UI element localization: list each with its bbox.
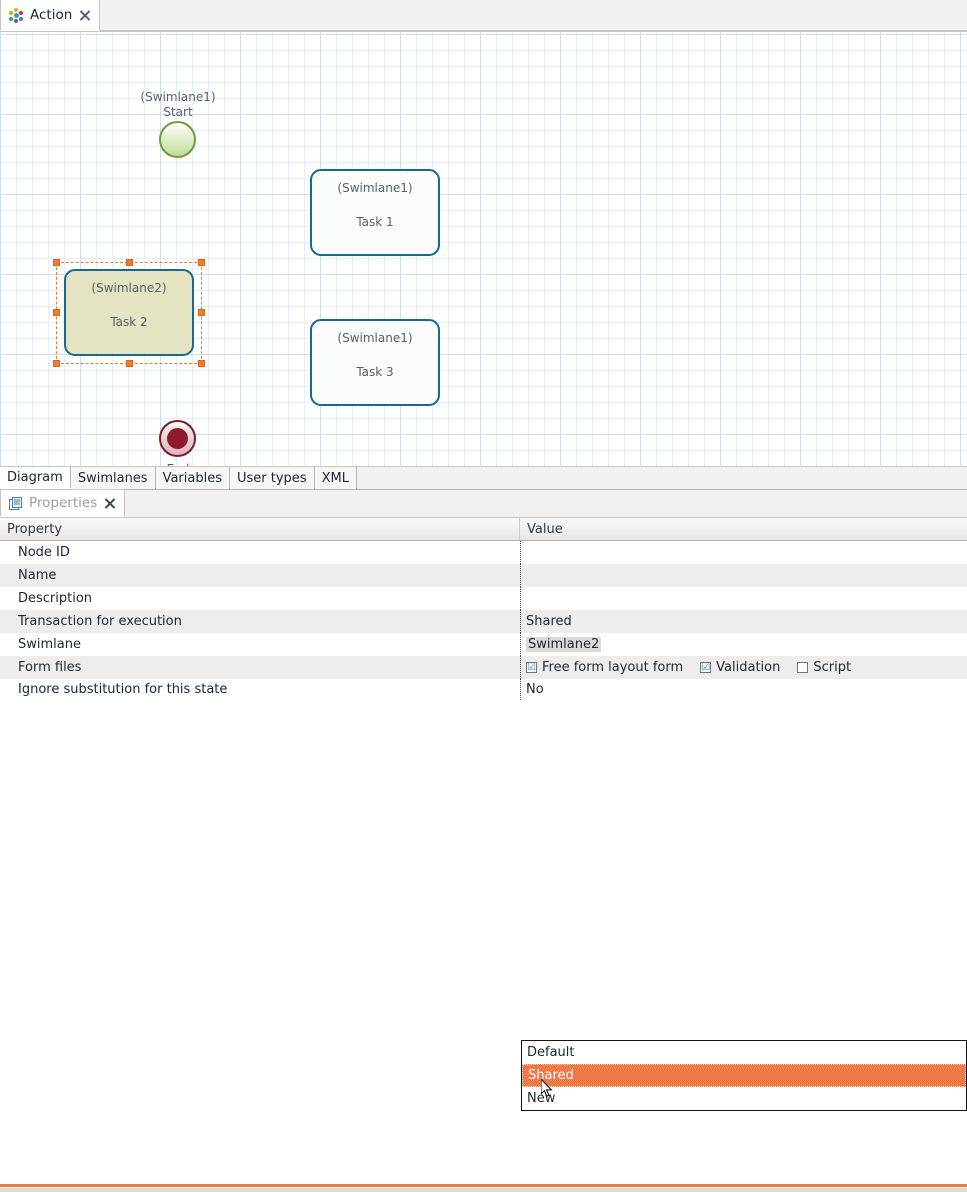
node-task1[interactable]: (Swimlane1) Task 1 xyxy=(310,169,440,256)
diagram-canvas[interactable]: (Swimlane1) Start (Swimlane1) Task 1 (Sw… xyxy=(0,32,967,467)
node-start[interactable] xyxy=(159,121,196,158)
task-shape: (Swimlane1) Task 1 xyxy=(310,169,440,256)
selection-handle-nw[interactable] xyxy=(53,259,60,266)
node-task3[interactable]: (Swimlane1) Task 3 xyxy=(310,319,440,406)
row-label-description: Description xyxy=(18,591,93,606)
row-value-form-files[interactable]: ☑ Free form layout form ☑ Validation Scr… xyxy=(520,656,967,679)
row-label-node-id: Node ID xyxy=(18,545,70,560)
row-value-node-id[interactable] xyxy=(520,541,967,564)
start-event-shape xyxy=(159,121,196,158)
tab-user-types-label: User types xyxy=(237,470,307,486)
row-value-swimlane-cell[interactable]: Swimlane2 xyxy=(520,633,967,656)
diagram-view-tabs: Diagram Swimlanes Variables User types X… xyxy=(0,467,967,490)
start-node-name: Start xyxy=(163,105,193,119)
checkbox-label-free-form-layout-form: Free form layout form xyxy=(542,660,684,675)
node-end[interactable] xyxy=(159,420,196,457)
properties-tabrow: Properties xyxy=(0,489,967,518)
editor-tab-action[interactable]: Action xyxy=(0,0,101,31)
row-value-transaction-for-execution[interactable]: Shared xyxy=(520,610,967,633)
form-files-checkbox-group: ☑ Free form layout form ☑ Validation Scr… xyxy=(526,660,851,675)
tab-xml-label: XML xyxy=(321,470,349,486)
table-row[interactable]: Ignore substitution for this state No xyxy=(0,679,967,700)
column-header-value[interactable]: Value xyxy=(527,521,563,537)
tab-variables[interactable]: Variables xyxy=(155,467,230,489)
task1-name: Task 1 xyxy=(356,215,394,229)
selection-handle-se[interactable] xyxy=(198,360,205,367)
row-label-form-files: Form files xyxy=(18,660,82,675)
dropdown-option-shared[interactable]: Shared xyxy=(522,1064,966,1087)
transaction-for-execution-dropdown[interactable]: Default Shared New xyxy=(521,1040,967,1111)
end-event-core xyxy=(167,428,188,449)
row-value-description[interactable] xyxy=(520,587,967,610)
selection-handle-sw[interactable] xyxy=(53,360,60,367)
scrollbar-trough xyxy=(0,1188,967,1192)
task2-swimlane: (Swimlane2) xyxy=(91,281,167,295)
properties-table: Property Value Node ID Name Description … xyxy=(0,518,967,700)
task2-name: Task 2 xyxy=(110,315,148,329)
dropdown-option-new[interactable]: New xyxy=(527,1091,556,1106)
checkbox-label-script: Script xyxy=(813,660,852,675)
checkbox-free-form-layout-form[interactable]: ☑ xyxy=(526,661,537,673)
horizontal-scrollbar[interactable] xyxy=(0,1184,967,1187)
selection-handle-w[interactable] xyxy=(53,309,60,316)
tab-diagram-label: Diagram xyxy=(7,469,63,485)
properties-table-header: Property Value xyxy=(0,518,967,541)
action-icon xyxy=(9,7,24,23)
dropdown-option-default[interactable]: Default xyxy=(527,1045,575,1060)
editor-tabstrip: Action xyxy=(0,0,967,32)
properties-tab[interactable]: Properties xyxy=(0,489,126,517)
start-node-swimlane: (Swimlane1) xyxy=(140,90,216,104)
table-row[interactable]: Transaction for execution Shared xyxy=(0,610,967,633)
node-task2[interactable]: (Swimlane2) Task 2 xyxy=(64,269,194,356)
row-label-swimlane: Swimlane xyxy=(18,637,81,652)
tab-diagram[interactable]: Diagram xyxy=(0,467,71,489)
properties-view: Properties Property Value Node ID Name D… xyxy=(0,489,967,1192)
row-label-name: Name xyxy=(18,568,57,583)
row-value-swimlane: Swimlane2 xyxy=(526,637,602,652)
row-label-ignore-substitution: Ignore substitution for this state xyxy=(18,682,228,697)
checkbox-label-validation: Validation xyxy=(716,660,781,675)
close-icon[interactable] xyxy=(78,9,91,22)
table-row[interactable]: Name xyxy=(0,564,967,587)
task3-name: Task 3 xyxy=(356,365,394,379)
task3-swimlane: (Swimlane1) xyxy=(337,331,413,345)
close-icon[interactable] xyxy=(103,497,116,510)
table-row[interactable]: Description xyxy=(0,587,967,610)
editor-tab-label: Action xyxy=(30,7,73,23)
table-row[interactable]: Node ID xyxy=(0,541,967,564)
selection-handle-s[interactable] xyxy=(126,360,133,367)
selection-handle-n[interactable] xyxy=(126,259,133,266)
row-value-name[interactable] xyxy=(520,564,967,587)
properties-tab-label: Properties xyxy=(29,495,98,511)
row-label-transaction-for-execution: Transaction for execution xyxy=(18,614,182,629)
start-node-label: (Swimlane1) Start xyxy=(108,90,248,120)
selection-handle-ne[interactable] xyxy=(198,259,205,266)
table-row[interactable]: Swimlane Swimlane2 xyxy=(0,633,967,656)
checkbox-script[interactable] xyxy=(797,662,809,673)
properties-icon xyxy=(9,496,23,510)
task-shape-selected: (Swimlane2) Task 2 xyxy=(64,269,194,356)
diagram-grid xyxy=(0,32,967,466)
tab-user-types[interactable]: User types xyxy=(230,467,315,489)
end-node-name: End xyxy=(167,462,190,466)
table-row[interactable]: Form files ☑ Free form layout form ☑ Val… xyxy=(0,656,967,679)
row-value-ignore-substitution[interactable]: No xyxy=(520,679,967,700)
tab-swimlanes-label: Swimlanes xyxy=(77,470,148,486)
selection-marquee xyxy=(56,262,202,364)
end-node-label: End xyxy=(108,462,248,466)
tab-xml[interactable]: XML xyxy=(314,467,357,489)
task-shape: (Swimlane1) Task 3 xyxy=(310,319,440,406)
column-header-property[interactable]: Property xyxy=(0,518,520,540)
tab-variables-label: Variables xyxy=(162,470,222,486)
end-event-shape xyxy=(159,420,196,457)
selection-handle-e[interactable] xyxy=(198,309,205,316)
checkbox-validation[interactable]: ☑ xyxy=(700,661,712,673)
task1-swimlane: (Swimlane1) xyxy=(337,181,413,195)
tab-swimlanes[interactable]: Swimlanes xyxy=(70,467,156,489)
